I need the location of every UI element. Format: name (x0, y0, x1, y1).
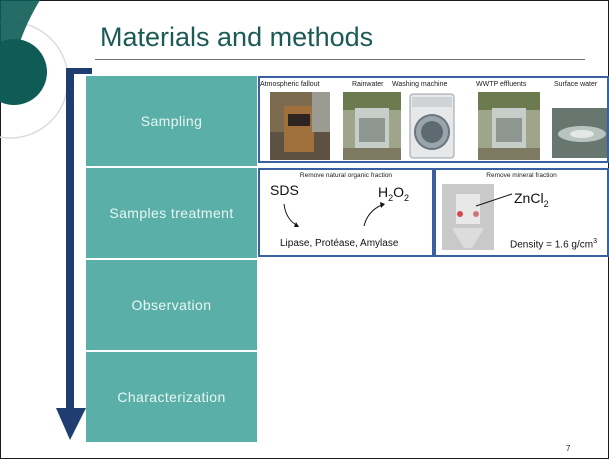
h2o2-label: H2O2 (378, 184, 410, 203)
pointer-line (475, 193, 513, 207)
source-label: WWTP effluents (476, 81, 527, 88)
organic-panel-title: Remove natural organic fraction (299, 172, 393, 179)
source-label: Atmospheric fallout (260, 81, 320, 88)
source-label: Rainwater (352, 81, 384, 88)
process-arrow (56, 68, 92, 440)
step-label: Sampling (140, 113, 203, 129)
page-number: 7 (566, 444, 571, 453)
reaction-arrows (283, 202, 385, 227)
washing-machine-photo (404, 92, 460, 160)
wwtp-effluents-photo (478, 92, 540, 160)
step-samples-treatment: Samples treatment (86, 168, 257, 258)
decorative-circles (0, 0, 69, 139)
mineral-removal-panel: Remove mineral fraction ZnCl2 Density = … (434, 168, 609, 257)
slide-title: Materials and methods (100, 22, 374, 52)
step-observation: Observation (86, 260, 257, 350)
enzymes-label: Lipase, Protéase, Amylase (280, 238, 399, 249)
organic-removal-panel: Remove natural organic fraction SDS H2O2… (258, 168, 434, 257)
separation-funnel-photo (442, 184, 494, 250)
sampling-panel: Atmospheric fallout Rainwater Washing ma… (258, 76, 609, 163)
atmospheric-fallout-photo (270, 92, 330, 160)
rainwater-photo (343, 92, 401, 160)
surface-water-photo (552, 108, 607, 158)
step-label: Observation (131, 297, 212, 313)
corner-shape (0, 0, 40, 56)
step-label: Characterization (117, 389, 226, 405)
source-label: Surface water (554, 81, 598, 88)
step-characterization: Characterization (86, 352, 257, 442)
step-sampling: Sampling (86, 76, 257, 166)
density-label: Density = 1.6 g/cm3 (510, 238, 597, 251)
title-underline (95, 59, 585, 60)
zncl2-label: ZnCl2 (514, 190, 549, 209)
step-label: Samples treatment (109, 205, 234, 221)
mineral-panel-title: Remove mineral fraction (486, 172, 557, 179)
source-label: Washing machine (392, 81, 448, 88)
sds-label: SDS (270, 182, 299, 198)
